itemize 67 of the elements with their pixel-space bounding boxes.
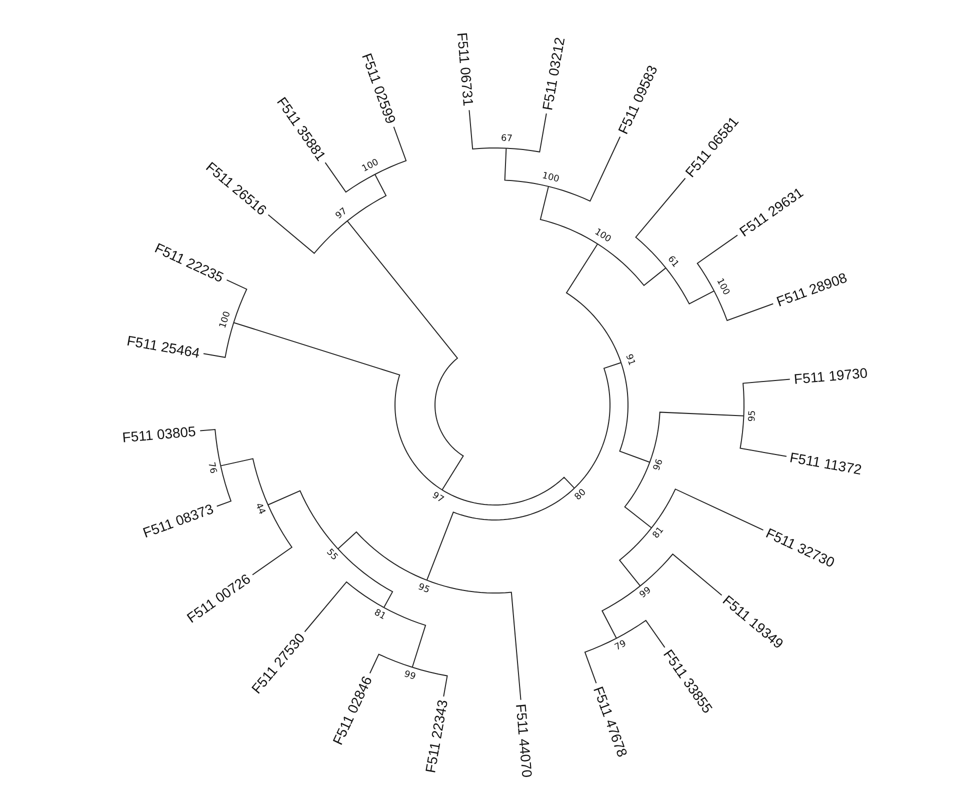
tree-branch [619, 362, 650, 463]
tree-branch [252, 504, 293, 576]
tree-branch [540, 186, 598, 244]
tree-branch [635, 178, 686, 268]
tree-branch [665, 267, 715, 305]
tree-branch [200, 428, 222, 466]
taxon-label: F511 08373 [140, 500, 216, 540]
taxon-label: F511 09583 [614, 62, 660, 136]
tree-branch [740, 415, 787, 457]
tree-branch [346, 174, 387, 222]
tree-branch [504, 148, 549, 187]
tree-branch [442, 476, 575, 506]
bootstrap-value: 81 [651, 526, 666, 541]
tree-branch [616, 620, 666, 648]
tree-branch [618, 527, 652, 586]
bootstrap-value: 76 [206, 461, 218, 474]
tree-branch [226, 279, 248, 324]
taxon-label: F511 19730 [793, 364, 868, 387]
tree-branch [506, 113, 547, 152]
tree-branch [324, 162, 376, 193]
tree-branch [651, 488, 764, 531]
taxon-label: F511 28908 [774, 270, 849, 310]
tree-branch [337, 548, 394, 608]
taxon-label: F511 44070 [513, 703, 536, 778]
tree-branch [268, 214, 348, 254]
tree-branch [233, 322, 443, 490]
tree-branch [426, 580, 522, 700]
tree-branch [574, 362, 622, 489]
tree-branch [468, 110, 507, 150]
tree-branch [584, 638, 617, 684]
tree-branch [601, 585, 641, 639]
tree-branch [268, 490, 338, 550]
taxon-label: F511 47678 [590, 684, 630, 759]
taxon-label: F511 02846 [330, 674, 376, 748]
bootstrap-value: 61 [666, 254, 681, 270]
tree-branch [374, 126, 407, 175]
taxon-label: F511 22343 [422, 699, 450, 774]
bootstrap-value: 91 [623, 352, 636, 367]
tree-branch [597, 243, 666, 286]
tree-branch [742, 378, 790, 416]
taxon-label: F511 06731 [454, 32, 477, 107]
tree-branch [203, 322, 234, 358]
tree-branch [369, 654, 413, 674]
tree-branch [337, 531, 428, 581]
tree-branch [383, 607, 426, 668]
taxon-label: F511 11372 [789, 449, 864, 478]
taxon-label: F511 03805 [122, 423, 197, 446]
tree-branch [426, 488, 575, 581]
tree-branch [412, 666, 448, 697]
tree-branch [624, 462, 652, 528]
taxon-label: F511 03212 [539, 36, 568, 111]
tree-branch [714, 290, 774, 322]
tree-branch [696, 234, 738, 292]
tree-branch [640, 553, 722, 596]
bootstrap-value: 95 [416, 582, 431, 596]
tree-branch [566, 243, 622, 364]
taxon-label: F511 22235 [152, 240, 226, 286]
tree-branch [346, 220, 464, 490]
taxon-label: F511 32730 [764, 524, 838, 570]
bootstrap-value: 67 [500, 134, 513, 144]
taxon-label: F511 25464 [125, 332, 201, 361]
tree-branch [220, 458, 268, 506]
tree-branch [649, 412, 744, 463]
tree-branch [548, 136, 621, 202]
taxon-label: F511 02599 [359, 51, 400, 126]
tree-branch [216, 465, 232, 507]
tree-branch [304, 581, 384, 632]
